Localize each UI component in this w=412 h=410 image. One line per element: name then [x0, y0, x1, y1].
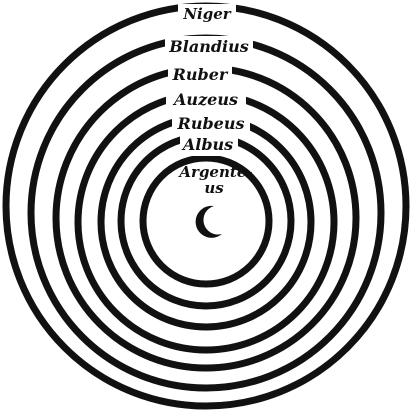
label-albus: Albus — [181, 135, 233, 154]
label-niger: Niger — [182, 5, 231, 23]
crescent-moon-icon — [196, 206, 222, 238]
label-argenteus-line2: us — [204, 179, 224, 197]
label-auzeus: Auzeus — [172, 90, 238, 109]
label-ruber: Ruber — [172, 65, 229, 84]
label-rubeus: Rubeus — [177, 114, 245, 133]
label-blandius: Blandius — [168, 37, 249, 56]
